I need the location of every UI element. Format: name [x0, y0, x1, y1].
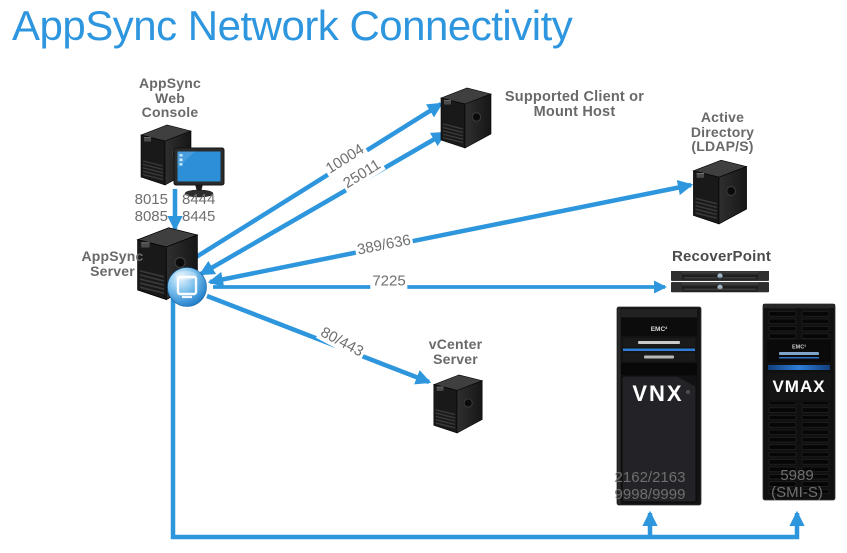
vmax-storage-cabinet-icon: EMC² VMAX — [762, 303, 836, 501]
monitor-icon — [173, 147, 225, 198]
vnx-name-text: VNX — [632, 381, 683, 406]
vmax-name-text: VMAX — [772, 377, 825, 396]
vmax-ports: 5989 (SMI-S) — [771, 467, 823, 501]
active-directory-label: Active Directory (LDAP/S) — [690, 109, 755, 154]
appsync-server-label: AppSync Server — [81, 248, 144, 279]
desktop-computer-icon — [140, 124, 225, 198]
client-label: Supported Client or Mount Host — [504, 89, 645, 120]
server-tower-icon — [692, 159, 748, 225]
console-right-ports: 8444 8445 — [182, 191, 216, 225]
server-tower-icon — [440, 87, 492, 149]
vcenter-label: vCenter Server — [428, 336, 483, 367]
rack-appliance-icon — [671, 271, 769, 293]
port-label-7225: 7225 — [370, 272, 408, 290]
vnx-storage-cabinet-icon: EMC² VNX — [616, 306, 702, 506]
console-left-ports: 8015 8085 — [134, 191, 168, 225]
vmax-brand-text: EMC² — [792, 344, 806, 351]
line-server-to-active-directory — [207, 180, 694, 287]
line-server-to-client-25011 — [199, 131, 447, 276]
vnx-brand-text: EMC² — [651, 326, 668, 333]
page-title: AppSync Network Connectivity — [12, 2, 573, 49]
globe-icon — [167, 267, 207, 307]
line-server-to-vmax — [170, 299, 805, 540]
server-tower-icon — [433, 374, 483, 434]
vnx-ports: 2162/2163 9998/9999 — [614, 469, 686, 503]
web-console-label: AppSync Web Console — [138, 75, 202, 120]
recoverpoint-label: RecoverPoint — [671, 248, 772, 265]
